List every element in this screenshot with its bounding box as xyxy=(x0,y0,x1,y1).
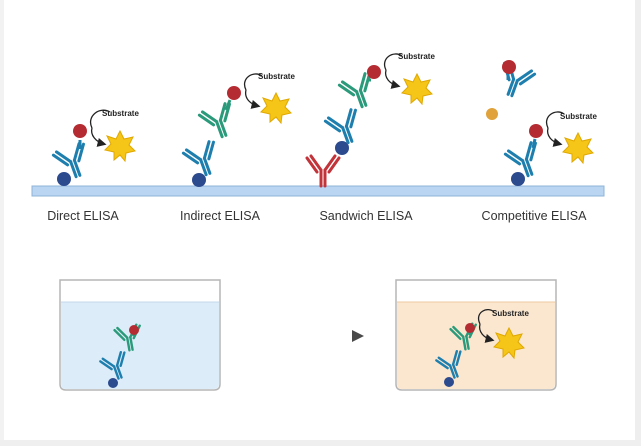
antigen-icon xyxy=(444,377,454,387)
secondary-antibody-icon xyxy=(197,100,241,143)
enzyme-icon xyxy=(502,60,516,74)
indirect-elisa-assembly: Substrate xyxy=(181,72,295,187)
label-sandwich-elisa: Sandwich ELISA xyxy=(319,209,413,223)
sandwich-elisa-assembly: Substrate xyxy=(305,52,435,188)
antigen-icon xyxy=(511,172,525,186)
antigen-icon xyxy=(57,172,71,186)
enzyme-icon xyxy=(465,323,475,333)
direct-elisa-assembly: Substrate xyxy=(51,109,139,186)
antigen-icon xyxy=(108,378,118,388)
competitive-elisa-assembly: Substrate xyxy=(486,59,597,186)
well-after: Substrate xyxy=(395,279,557,391)
substrate-label: Substrate xyxy=(102,109,139,118)
primary-antibody-icon xyxy=(181,138,225,181)
frame-left-edge xyxy=(0,0,4,446)
well-before xyxy=(59,279,221,391)
enzyme-icon xyxy=(129,325,139,335)
well-liquid-orange xyxy=(397,302,555,389)
enzyme-icon xyxy=(227,86,241,100)
label-direct-elisa: Direct ELISA xyxy=(47,209,119,223)
substrate-star-icon xyxy=(562,132,594,164)
label-indirect-elisa: Indirect ELISA xyxy=(180,209,260,223)
enzyme-icon xyxy=(367,65,381,79)
substrate-label: Substrate xyxy=(492,309,529,318)
well-liquid-blue xyxy=(61,302,219,389)
enzyme-icon xyxy=(529,124,543,138)
substrate-label: Substrate xyxy=(560,112,597,121)
frame-right-edge xyxy=(635,0,641,446)
substrate-star-icon xyxy=(260,92,292,124)
antigen-icon xyxy=(335,141,349,155)
label-competitive-elisa: Competitive ELISA xyxy=(481,209,587,223)
competitor-antigen-icon xyxy=(486,108,498,120)
antigen-icon xyxy=(192,173,206,187)
frame-bottom-edge xyxy=(0,440,641,446)
substrate-star-icon xyxy=(401,73,433,105)
capture-antibody-icon xyxy=(305,154,341,188)
primary-antibody-icon xyxy=(323,106,367,149)
substrate-star-icon xyxy=(104,130,136,162)
substrate-label: Substrate xyxy=(258,72,295,81)
enzyme-icon xyxy=(73,124,87,138)
process-arrow xyxy=(254,330,364,342)
substrate-label: Substrate xyxy=(398,52,435,61)
plate-surface xyxy=(31,185,605,197)
primary-antibody-icon xyxy=(503,139,547,182)
